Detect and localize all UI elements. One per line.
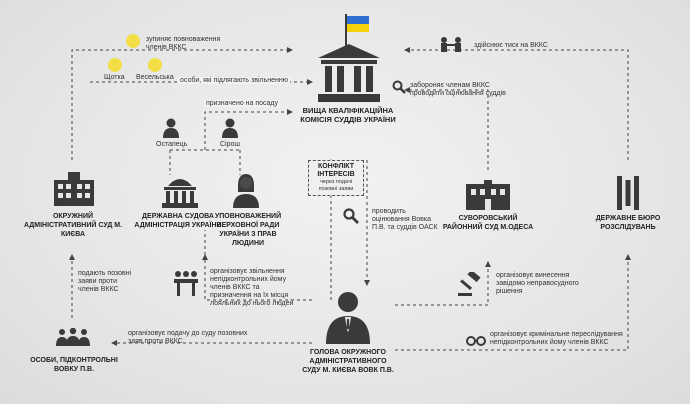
man-in-suit-icon xyxy=(326,290,370,344)
people-group-icon xyxy=(56,327,90,346)
label-persons-dismissed: особи, які підлягають звільненню xyxy=(178,77,290,84)
suspend-badge-icon xyxy=(126,34,140,48)
line-pressure xyxy=(404,47,629,160)
node-circuit-court: Окружний адміністративний суд м. Києва xyxy=(23,213,123,238)
dome-building-icon xyxy=(160,172,200,208)
line-org-prosecution xyxy=(395,254,631,351)
person-icon xyxy=(222,118,238,138)
meeting-icon xyxy=(172,270,200,296)
label-pressure: здійснює тиск на ВККС xyxy=(474,42,548,49)
conflict-title: Конфлікт інтересів xyxy=(317,163,355,178)
line-stops-powers xyxy=(71,47,293,160)
handcuffs-icon xyxy=(466,334,486,346)
node-vkks: Вища кваліфікаційна комісія суддів Украї… xyxy=(300,106,396,124)
node-dbr: Державне бюро розслідувань xyxy=(595,215,661,231)
label-files-claims: подають позовні заяви проти членів ВККС xyxy=(78,270,132,293)
gavel-icon xyxy=(458,269,482,296)
label-organizes-prosecution: організовує кримінальне переслідування н… xyxy=(490,331,623,346)
court-building-icon xyxy=(318,44,380,102)
line-forbids xyxy=(404,87,489,170)
flag-icon xyxy=(343,14,373,48)
search-icon xyxy=(392,80,406,94)
woman-icon xyxy=(232,172,260,208)
line-appointed xyxy=(204,109,293,150)
label-organizes-dismissal: організовує звільнення непідконтрольних … xyxy=(210,268,294,307)
person-badge-icon xyxy=(108,58,122,72)
label-appointed: призначено на посаду xyxy=(204,100,281,107)
label-ostapets: Остапець xyxy=(156,141,188,148)
label-forbids: забороняє членам ВККС проводити оцінюван… xyxy=(410,82,506,97)
person-icon xyxy=(163,118,179,138)
node-state-admin: Державна судова адміністрація України xyxy=(134,213,222,229)
label-veselska: Весельська xyxy=(136,74,174,81)
line-org-unlawful xyxy=(395,261,491,306)
label-conducts-eval: проводить оцінювання Вовка П.В. та судді… xyxy=(372,208,438,231)
conflict-sub: через подачі позовні заяви xyxy=(318,179,354,192)
node-persons: Особи, підконтрольні Вовку П.В. xyxy=(30,357,118,373)
node-head: Голова Окружного адміністративного суду … xyxy=(302,349,394,374)
trident-icon xyxy=(616,176,640,210)
label-organizes-unlawful: організовує винесення завідомо неправосу… xyxy=(496,272,579,295)
building-icon xyxy=(52,172,96,206)
label-siroshi: Сірош xyxy=(220,141,241,148)
building-icon xyxy=(466,180,510,210)
node-suvorov-court: Суворовський районний суд м.Одеса xyxy=(442,215,534,231)
label-stops-powers: зупиняє повноваження членів ВККС xyxy=(146,36,221,51)
label-shchotka: Щотка xyxy=(104,74,125,81)
conflict-box: Конфлікт інтересів через подачі позовні … xyxy=(308,160,364,196)
node-ombudsman: Уповноважений Верховної Ради України з п… xyxy=(214,213,282,247)
pressure-icon xyxy=(438,36,470,52)
search-icon xyxy=(343,208,359,224)
label-organizes-filing: організовує подачу до суду позовних заяв… xyxy=(128,330,248,345)
person-badge-icon xyxy=(148,58,162,72)
